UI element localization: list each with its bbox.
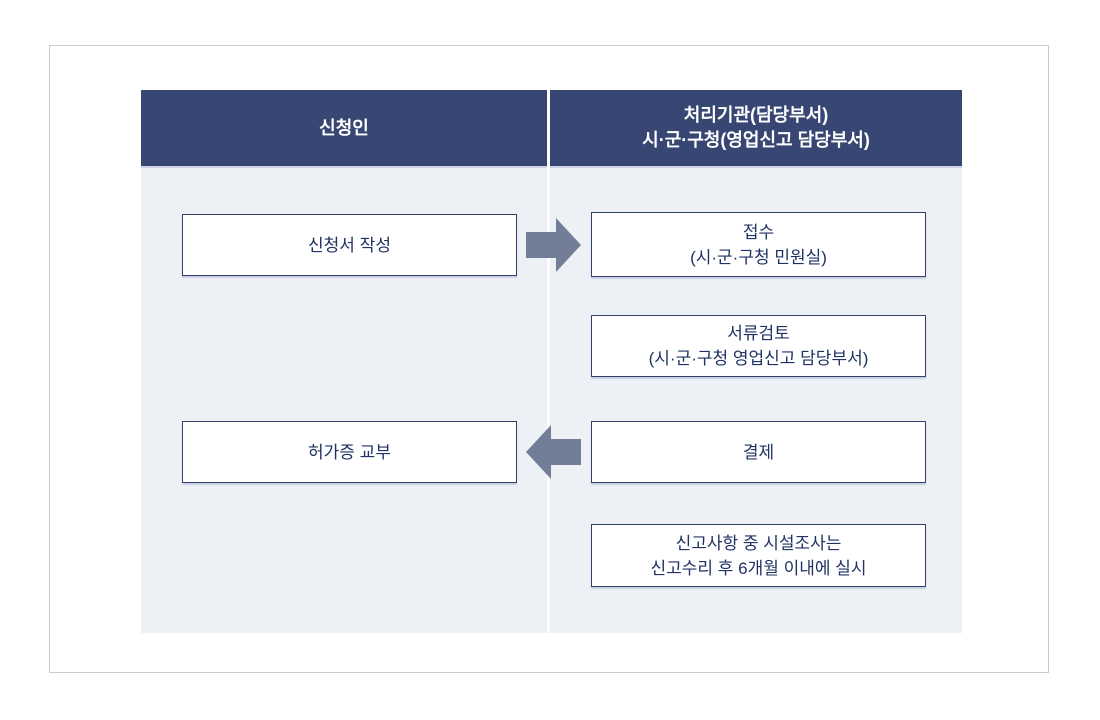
node-payment: 결제 — [591, 421, 926, 483]
node-document-review-line2: (시·군·구청 영업신고 담당부서) — [648, 349, 869, 368]
node-apply: 신청서 작성 — [182, 214, 517, 276]
node-apply-label: 신청서 작성 — [308, 235, 391, 255]
node-inspection-note-line1: 신고사항 중 시설조사는 — [675, 533, 842, 553]
node-receipt-line2: (시·군·구청 민원실) — [690, 247, 827, 267]
node-issue-permit-label: 허가증 교부 — [308, 442, 391, 462]
node-receipt: 접수 (시·군·구청 민원실) — [591, 212, 926, 277]
node-payment-label: 결제 — [742, 442, 775, 462]
node-document-review: 서류검토 (시·군·구청 영업신고 담당부서) — [591, 315, 926, 377]
header-agency-line1: 처리기관(담당부서) — [683, 105, 829, 125]
node-inspection-note-line2: 신고수리 후 6개월 이내에 실시 — [650, 558, 867, 578]
node-issue-permit: 허가증 교부 — [182, 421, 517, 483]
arrow-right-icon — [526, 218, 581, 272]
flowchart-card: 신청인 처리기관(담당부서) 시·군·구청(영업신고 담당부서) 신청서 작성 … — [49, 45, 1049, 673]
header-agency-line2: 시·군·구청(영업신고 담당부서) — [642, 130, 870, 150]
arrow-left-icon — [526, 425, 581, 479]
header-agency: 처리기관(담당부서) 시·군·구청(영업신고 담당부서) — [550, 90, 962, 166]
node-inspection-note: 신고사항 중 시설조사는 신고수리 후 6개월 이내에 실시 — [591, 524, 926, 587]
node-receipt-line1: 접수 — [742, 222, 775, 242]
node-document-review-line1: 서류검토 — [727, 324, 790, 343]
header-applicant: 신청인 — [141, 90, 547, 166]
column-divider — [547, 90, 550, 633]
header-applicant-label: 신청인 — [319, 117, 369, 138]
